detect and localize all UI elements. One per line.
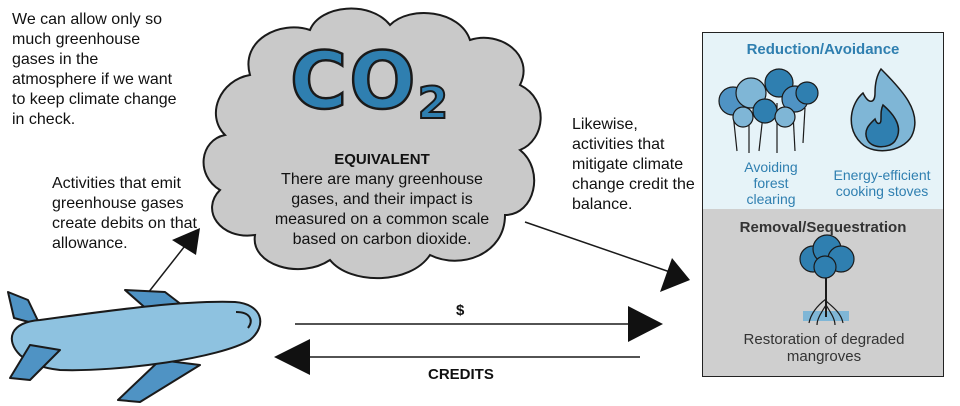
- mangrove-icon: [799, 234, 855, 326]
- likewise-text: Likewise, activities that mitigate clima…: [572, 116, 695, 213]
- removal-section: Removal/Sequestration Restoration of deg…: [703, 209, 943, 376]
- equivalent-body: There are many greenhouse gases, and the…: [274, 171, 490, 248]
- credits-arrow-head: [274, 339, 310, 375]
- removal-illustration: [799, 234, 855, 326]
- reduction-title: Reduction/Avoidance: [746, 41, 900, 58]
- offset-types-panel: Reduction/Avoidance Avoid: [702, 32, 944, 377]
- forest-caption: Avoiding forest clearing: [744, 159, 798, 207]
- co2-subscript: 2: [417, 77, 451, 130]
- mangrove-caption: Restoration of degraded mangroves: [743, 331, 905, 365]
- co2-label: CO2: [289, 41, 451, 144]
- flame-icon: [850, 67, 916, 152]
- stoves-caption: Energy-efficient cooking stoves: [833, 167, 931, 199]
- equivalent-heading: EQUIVALENT: [334, 151, 430, 168]
- intro-text: We can allow only so much greenhouse gas…: [12, 11, 177, 128]
- arrow-to-panel: [524, 221, 671, 273]
- arrow-to-cloud-head: [172, 228, 200, 255]
- removal-title: Removal/Sequestration: [739, 219, 907, 236]
- cloud-shape: [202, 7, 542, 280]
- reduction-section: Reduction/Avoidance Avoid: [703, 33, 943, 209]
- credits-label: CREDITS: [428, 366, 494, 383]
- arrow-to-panel-head: [660, 258, 690, 292]
- reduction-illustrations: [718, 67, 916, 153]
- forest-icon: [718, 68, 819, 153]
- money-label: $: [456, 302, 465, 319]
- airplane-icon: [7, 289, 262, 403]
- arrow-to-cloud: [143, 241, 189, 299]
- cloud-text: EQUIVALENT There are many greenhouse gas…: [262, 150, 502, 250]
- money-arrow-head: [628, 306, 663, 342]
- debits-text: Activities that emit greenhouse gases cr…: [52, 175, 197, 252]
- co2-main: CO: [289, 37, 418, 127]
